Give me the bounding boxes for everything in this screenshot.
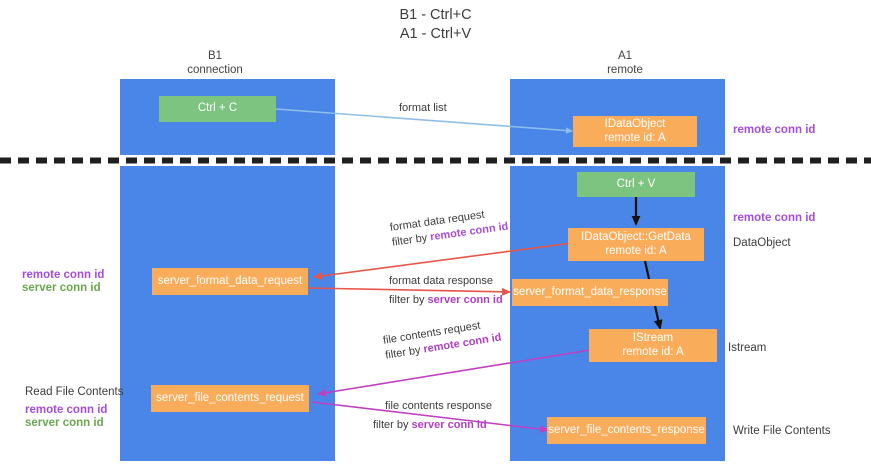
annotation-right-dataobject: DataObject [733,237,791,249]
annotation-right-istream: Istream [728,342,767,354]
edge-label-format-data-response-line-2: filter by server conn id [389,293,503,308]
column-header-right: A1 remote [565,49,685,77]
node-getdata-line-2: remote id: A [605,244,667,257]
edge-label-format-data-response: format data response filter by server co… [389,274,503,308]
node-ctrl-v-label: Ctrl + V [616,177,656,190]
title-line-1: B1 - Ctrl+C [399,7,472,23]
node-istream-line-2: remote id: A [622,345,684,358]
annotation-right-write-file-contents: Write File Contents [733,425,831,437]
annotation-left-remote-conn-id-mid: remote conn id [22,269,105,281]
column-left-name: B1 [207,50,223,62]
node-server-format-data-response[interactable]: server_format_data_response [512,279,668,306]
edge-label-format-data-request: format data request filter by remote con… [389,205,509,251]
edge-label-format-data-response-highlight: server conn id [427,294,503,306]
title-line-2: A1 - Ctrl+V [399,26,472,42]
annotation-left-read-file-contents: Read File Contents [25,386,124,398]
edge-label-format-data-request-prefix: filter by [391,231,432,249]
annotation-left-server-conn-id-mid: server conn id [22,282,101,294]
node-server-file-contents-response-label: server_file_contents_response [548,423,705,436]
edge-label-file-contents-response-prefix: filter by [373,419,412,431]
edge-label-file-contents-request: file contents request filter by remote c… [382,316,503,364]
node-istream-line-1: IStream [632,332,674,344]
node-server-file-contents-response[interactable]: server_file_contents_response [547,417,706,444]
annotation-left-server-conn-id-bottom: server conn id [25,417,104,429]
column-header-left: B1 connection [155,49,275,77]
node-idataobject-line-1: IDataObject [604,118,666,130]
edge-label-file-contents-response-highlight: server conn id [411,419,487,431]
annotation-right-remote-conn-id-top: remote conn id [733,124,816,136]
node-getdata-line-1: IDataObject::GetData [581,231,691,243]
column-right-name: A1 [617,50,633,62]
edge-label-file-contents-response-line-1: file contents response [385,400,493,412]
node-ctrl-v[interactable]: Ctrl + V [577,172,695,197]
node-idataobject[interactable]: IDataObject remote id: A [573,116,697,147]
column-right-role: remote [607,64,643,76]
node-server-format-data-request-label: server_format_data_request [157,274,303,287]
edge-label-file-contents-response-line-2: filter by server conn id [373,418,492,433]
annotation-right-remote-conn-id-mid: remote conn id [733,212,816,224]
node-getdata[interactable]: IDataObject::GetData remote id: A [568,228,704,261]
edge-label-format-data-response-prefix: filter by [389,294,428,306]
lane-b1-lower [120,166,335,461]
edge-label-format-data-response-line-1: format data response [389,275,493,287]
node-server-file-contents-request-label: server_file_contents_request [156,391,304,404]
diagram-title: B1 - Ctrl+C A1 - Ctrl+V [0,6,871,44]
node-server-file-contents-request[interactable]: server_file_contents_request [151,385,309,412]
node-istream[interactable]: IStream remote id: A [589,329,717,362]
column-left-role: connection [187,64,243,76]
annotation-left-remote-conn-id-bottom: remote conn id [25,404,108,416]
node-server-format-data-request[interactable]: server_format_data_request [152,268,308,295]
node-ctrl-c-label: Ctrl + C [197,102,238,115]
node-ctrl-c[interactable]: Ctrl + C [159,96,276,122]
node-server-format-data-response-label: server_format_data_response [513,285,667,298]
node-idataobject-line-2: remote id: A [604,131,666,144]
edge-label-file-contents-response: file contents response filter by server … [373,399,493,433]
edge-label-format-list-text: format list [399,102,447,114]
edge-label-format-list: format list [399,101,447,116]
